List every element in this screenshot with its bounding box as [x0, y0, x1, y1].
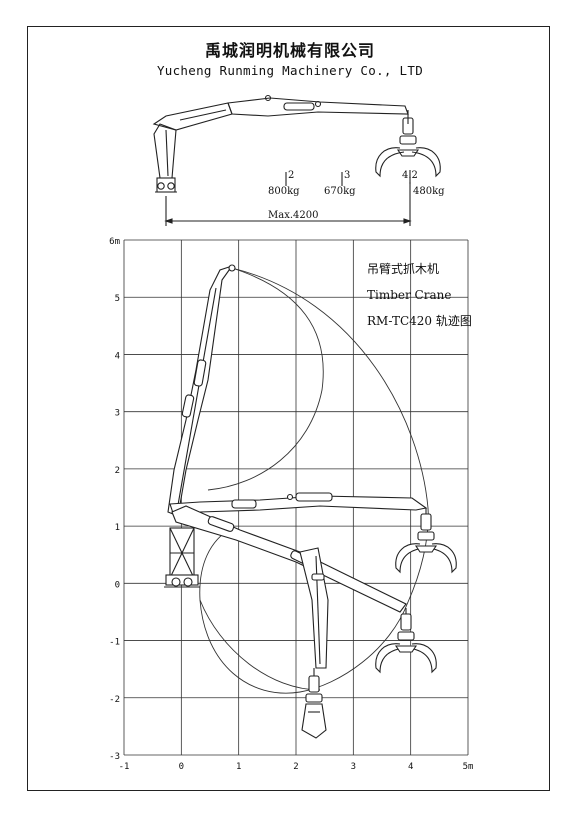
top-crane-outer-boom	[227, 94, 409, 117]
crane-pedestal	[164, 527, 200, 588]
boom-pose-hanging	[299, 547, 329, 739]
top-crane-column	[153, 123, 177, 179]
x-tick-label: -1	[119, 762, 130, 772]
x-tick-label: 0	[179, 762, 184, 772]
max-reach-label: Max.4200	[268, 210, 318, 221]
company-name-en: Yucheng Runming Machinery Co., LTD	[156, 63, 424, 78]
y-tick-label: 3	[115, 409, 120, 419]
y-tick-label: 0	[115, 580, 120, 590]
load-point-3-weight: 670kg	[324, 186, 356, 197]
chart-title-cn: 吊臂式抓木机	[367, 262, 439, 276]
y-tick-label: 2	[115, 466, 120, 476]
y-tick-label: 4	[115, 351, 120, 361]
company-name-cn: 禹城润明机械有限公司	[204, 41, 375, 60]
load-point-2-weight: 800kg	[268, 186, 300, 197]
y-tick-label: -2	[109, 695, 120, 705]
top-crane-view	[152, 94, 441, 226]
x-tick-label: 2	[293, 762, 298, 772]
y-tick-label: 1	[115, 523, 120, 533]
load-point-3-index: 3	[344, 170, 350, 181]
y-tick-label: 5	[115, 294, 120, 304]
y-axis-ticks: 6m 5 4 3 2 1 0 -1 -2 -3	[109, 237, 120, 762]
max-reach-dimension	[164, 182, 412, 226]
chart-title-en: Timber Crane	[367, 288, 451, 302]
y-tick-label: 6m	[109, 237, 120, 247]
chart-model-label: RM-TC420 轨迹图	[367, 314, 472, 328]
top-crane-grapple	[375, 110, 441, 178]
boom-pose-lowered	[171, 505, 437, 674]
load-point-4-index: 4.2	[402, 170, 418, 181]
drawing-frame	[27, 26, 550, 791]
top-crane-base	[155, 177, 177, 193]
reach-envelope	[199, 267, 429, 694]
load-point-2-index: 2	[288, 170, 294, 181]
boom-pose-raised	[167, 264, 236, 517]
x-tick-label: 4	[408, 762, 413, 772]
y-tick-label: -3	[109, 752, 120, 762]
load-point-4-weight: 480kg	[413, 186, 445, 197]
y-tick-label: -1	[109, 638, 120, 648]
x-axis-ticks: -1 0 1 2 3 4 5m	[119, 762, 474, 772]
trajectory-chart: -1 0 1 2 3 4 5m 6m 5 4 3 2 1 0 -1 -2 -3	[109, 237, 473, 772]
x-tick-label: 3	[351, 762, 356, 772]
x-tick-label: 5m	[463, 762, 474, 772]
x-tick-label: 1	[236, 762, 241, 772]
